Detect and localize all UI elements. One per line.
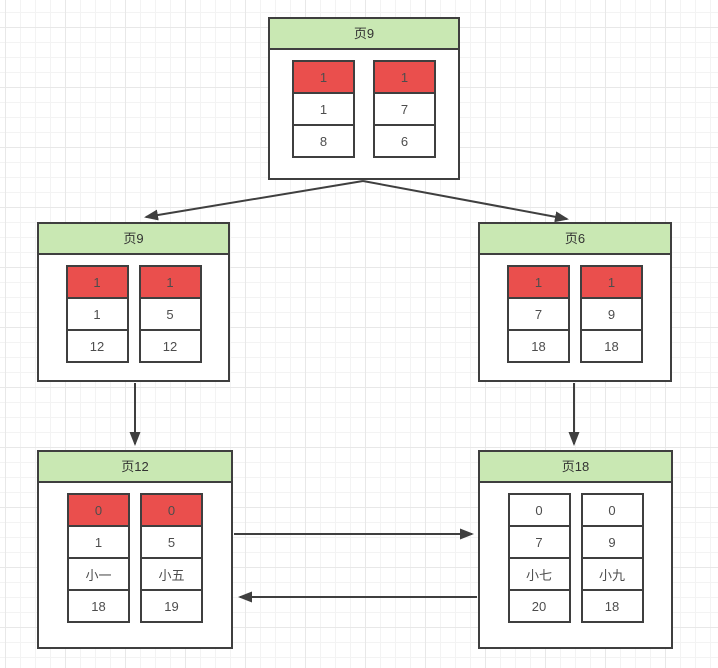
node-title[interactable]: 页12 [39, 452, 231, 483]
node-title[interactable]: 页18 [480, 452, 671, 483]
node-leaf-page12[interactable]: 页12 0 1 小一 18 0 5 小五 19 [37, 450, 233, 649]
record-cell-name[interactable]: 小五 [140, 557, 203, 591]
record-cell-type[interactable]: 1 [292, 60, 355, 94]
record-cell-key[interactable]: 5 [138, 297, 202, 331]
record-cell-value[interactable]: 18 [67, 589, 130, 623]
record-column: 1 1 12 [65, 265, 129, 363]
record-cell-name[interactable]: 小九 [580, 557, 644, 591]
record-cell-page[interactable]: 6 [373, 124, 436, 158]
record-cell-key[interactable]: 7 [507, 297, 570, 331]
record-cell-value[interactable]: 20 [507, 589, 571, 623]
record-cell-name[interactable]: 小一 [67, 557, 130, 591]
record-column: 1 5 12 [138, 265, 202, 363]
record-cell-type[interactable]: 1 [65, 265, 129, 299]
record-cell-key[interactable]: 1 [65, 297, 129, 331]
record-column: 1 7 6 [373, 60, 436, 158]
record-cell-type[interactable]: 0 [67, 493, 130, 527]
record-cell-type[interactable]: 1 [373, 60, 436, 94]
record-cell-name[interactable]: 小七 [507, 557, 571, 591]
record-cell-type[interactable]: 1 [507, 265, 570, 299]
node-title[interactable]: 页9 [270, 19, 458, 50]
arrow-root-to-page9[interactable] [144, 180, 364, 221]
node-mid-page6[interactable]: 页6 1 7 18 1 9 18 [478, 222, 672, 382]
record-cell-page[interactable]: 18 [507, 329, 570, 363]
arrow-root-to-page6[interactable] [362, 180, 569, 223]
record-column: 0 7 小七 20 [507, 493, 571, 623]
record-cell-key[interactable]: 5 [140, 525, 203, 559]
record-cell-page[interactable]: 12 [138, 329, 202, 363]
record-cell-type[interactable]: 1 [138, 265, 202, 299]
node-leaf-page18[interactable]: 页18 0 7 小七 20 0 9 小九 18 [478, 450, 673, 649]
record-column: 0 9 小九 18 [580, 493, 644, 623]
record-column: 1 9 18 [580, 265, 643, 363]
record-column: 1 7 18 [507, 265, 570, 363]
record-cell-key[interactable]: 7 [507, 525, 571, 559]
record-cell-key[interactable]: 1 [292, 92, 355, 126]
record-cell-page[interactable]: 8 [292, 124, 355, 158]
record-cell-type[interactable]: 1 [580, 265, 643, 299]
node-mid-page9[interactable]: 页9 1 1 12 1 5 12 [37, 222, 230, 382]
record-cell-page[interactable]: 18 [580, 329, 643, 363]
record-cell-type[interactable]: 0 [507, 493, 571, 527]
node-root-page9[interactable]: 页9 1 1 8 1 7 6 [268, 17, 460, 180]
record-cell-key[interactable]: 9 [580, 525, 644, 559]
record-cell-value[interactable]: 19 [140, 589, 203, 623]
node-title[interactable]: 页9 [39, 224, 228, 255]
record-column: 0 1 小一 18 [67, 493, 130, 623]
record-cell-page[interactable]: 12 [65, 329, 129, 363]
record-column: 1 1 8 [292, 60, 355, 158]
record-column: 0 5 小五 19 [140, 493, 203, 623]
record-cell-key[interactable]: 1 [67, 525, 130, 559]
record-cell-type[interactable]: 0 [140, 493, 203, 527]
record-cell-key[interactable]: 9 [580, 297, 643, 331]
node-title[interactable]: 页6 [480, 224, 670, 255]
record-cell-value[interactable]: 18 [580, 589, 644, 623]
record-cell-type[interactable]: 0 [580, 493, 644, 527]
record-cell-key[interactable]: 7 [373, 92, 436, 126]
